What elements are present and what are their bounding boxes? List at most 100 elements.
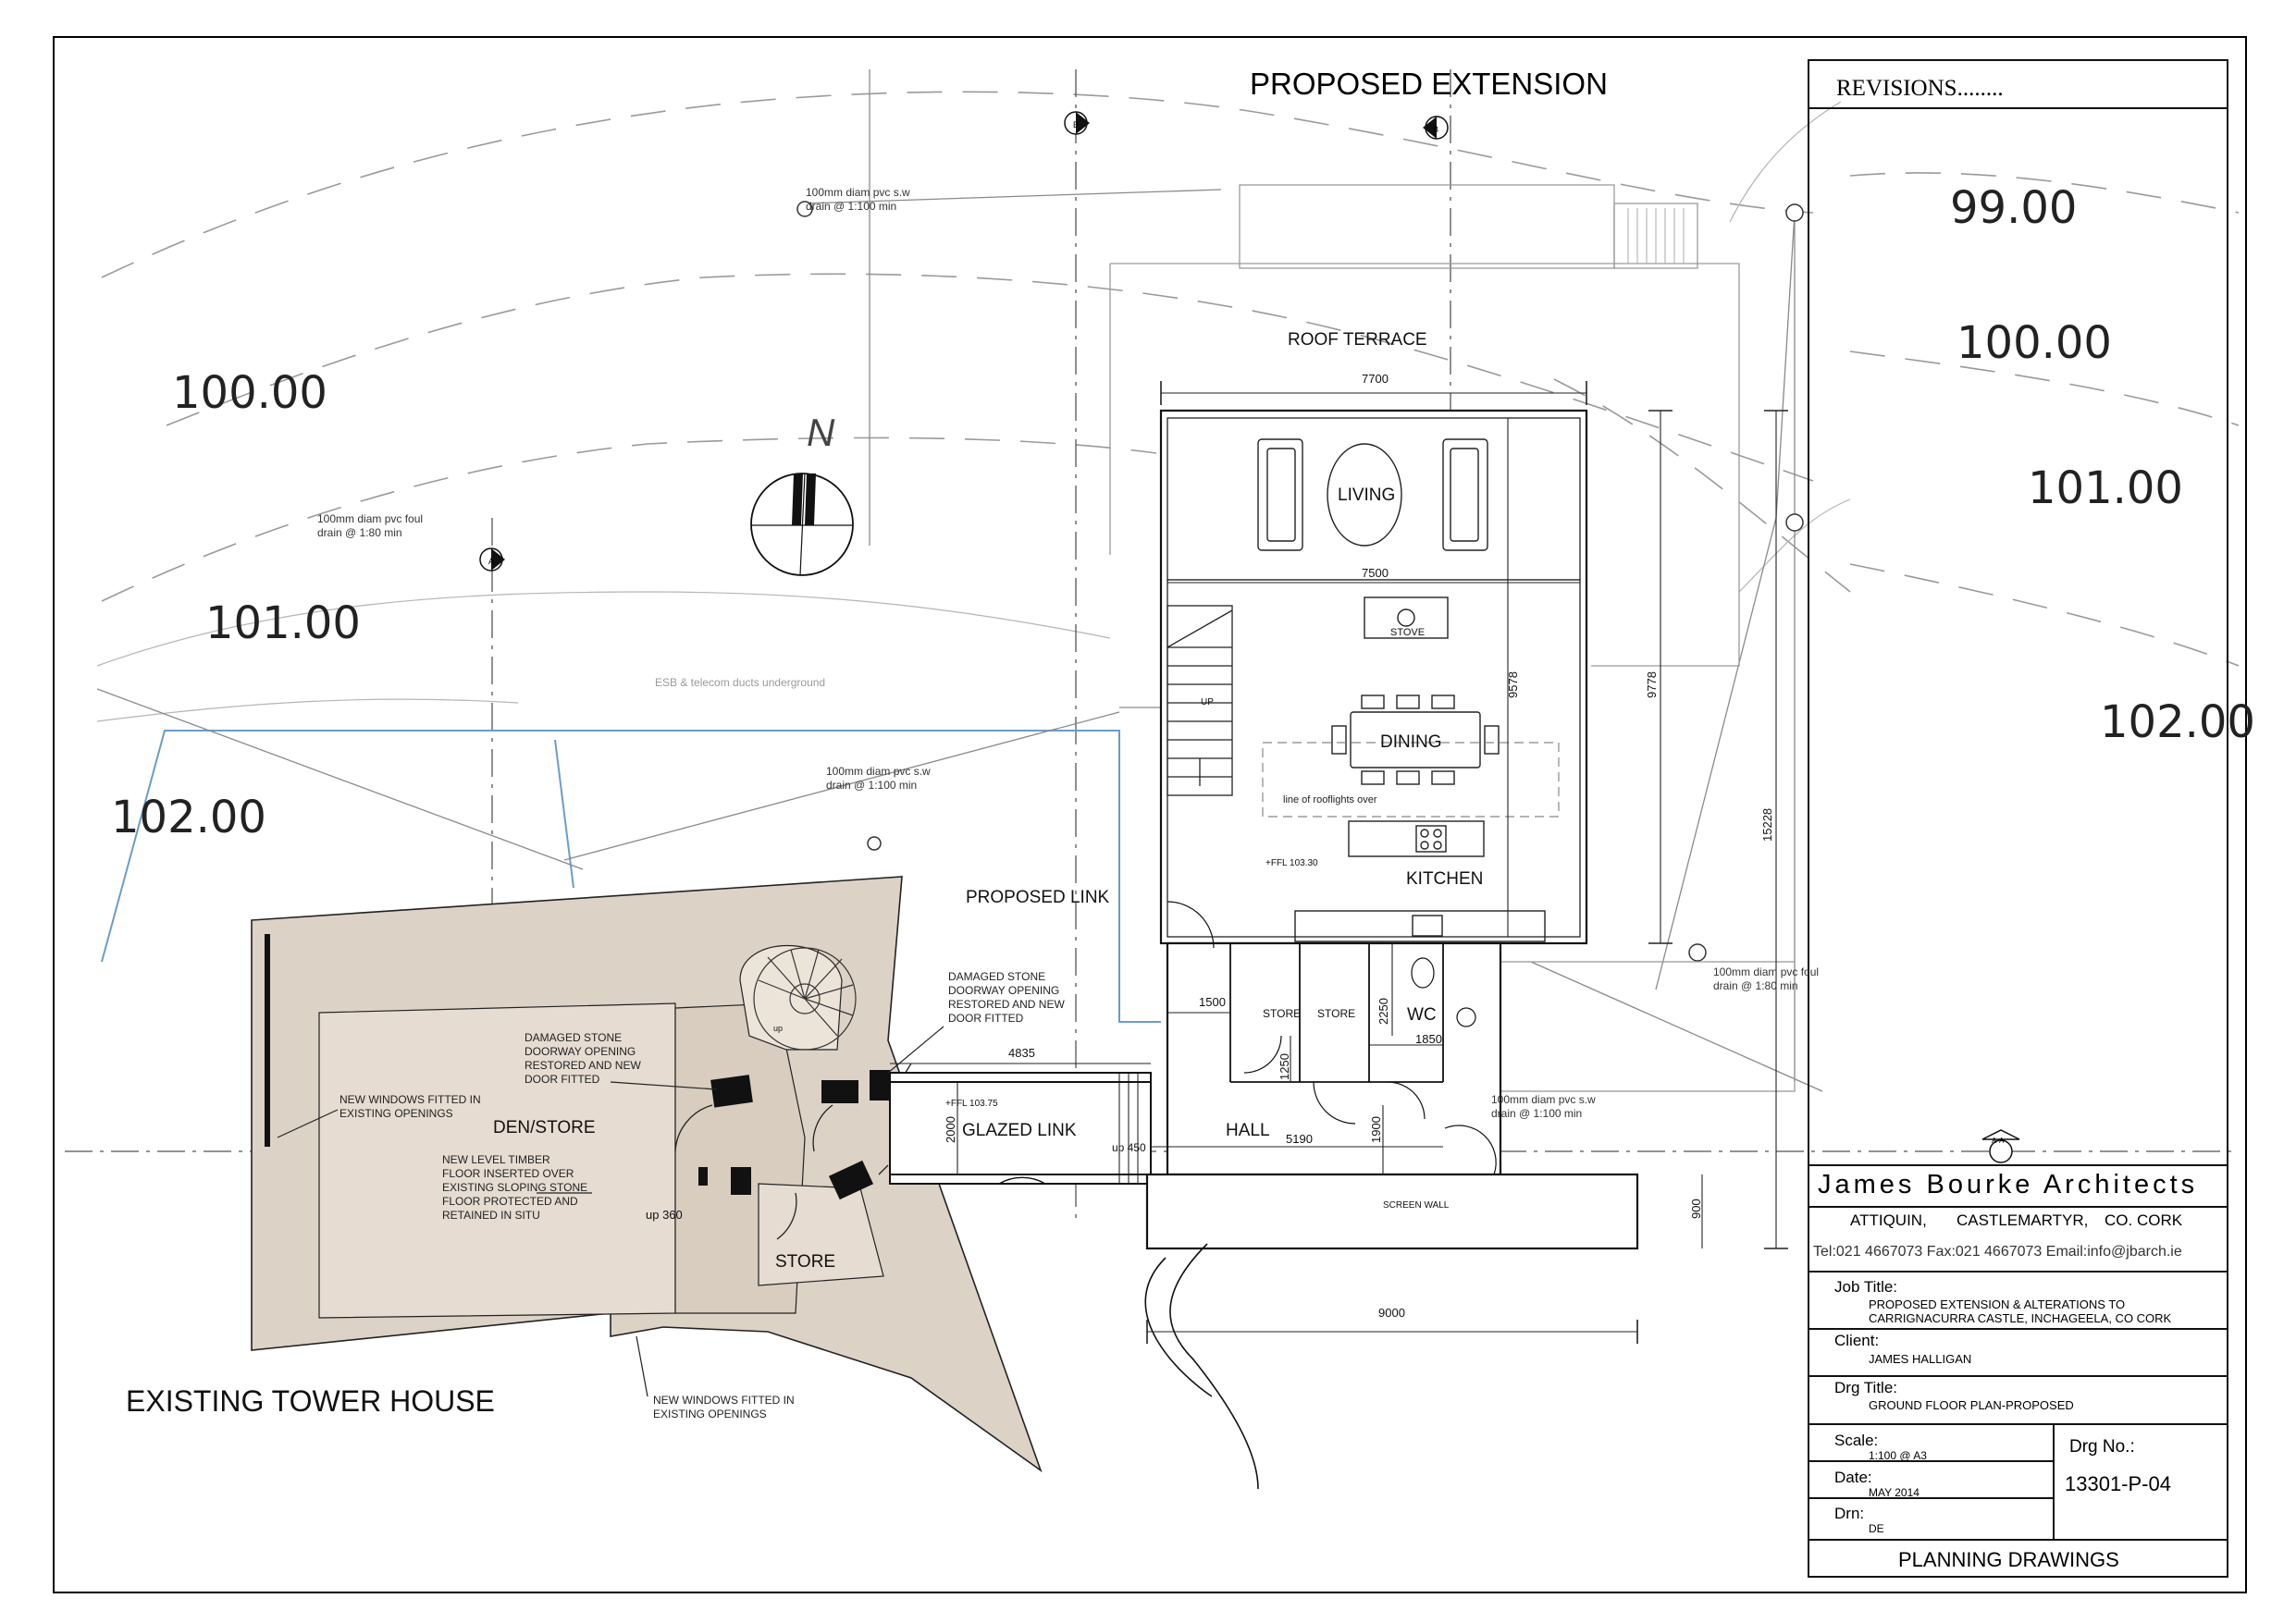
sw-drain-mid-2: drain @ 1:100 min <box>826 779 917 792</box>
glazed-link <box>889 1072 1152 1185</box>
dim-1500: 1500 <box>1199 995 1226 1009</box>
tower-house-walls <box>251 876 1043 1473</box>
new-windows-bottom-2: EXISTING OPENINGS <box>653 1408 767 1420</box>
contour-lines <box>101 91 2240 667</box>
job-title-label: Job Title: <box>1834 1278 1897 1296</box>
room-store-tower: STORE <box>775 1252 835 1272</box>
room-kitchen: KITCHEN <box>1406 869 1483 889</box>
room-store-2: STORE <box>1317 1007 1355 1020</box>
room-wc: WC <box>1407 1005 1437 1025</box>
spiral-up: up <box>773 1024 783 1033</box>
contour-label-100-right: 100.00 <box>1957 317 2112 369</box>
room-store-1: STORE <box>1263 1007 1301 1020</box>
damaged-left-3: RESTORED AND NEW <box>525 1059 641 1072</box>
section-a1: A <box>488 557 494 566</box>
dim-2250: 2250 <box>1376 998 1390 1025</box>
drg-no-value: 13301-P-04 <box>2065 1472 2171 1495</box>
room-den-store: DEN/STORE <box>493 1118 596 1137</box>
section-a-a: A-A <box>1992 1137 2005 1145</box>
page-title: PROPOSED EXTENSION <box>1250 67 1608 101</box>
room-living: LIVING <box>1338 486 1395 505</box>
sw-drain-top-2: drain @ 1:100 min <box>806 200 896 213</box>
timber-floor-2: FLOOR INSERTED OVER <box>442 1167 574 1180</box>
section-b2: B <box>1433 125 1438 134</box>
revisions-label: REVISIONS........ <box>1836 76 2004 101</box>
damaged-left-2: DOORWAY OPENING <box>525 1045 636 1058</box>
sw-drain-low-1: 100mm diam pvc s.w <box>1491 1093 1596 1106</box>
job-title-line-1: PROPOSED EXTENSION & ALTERATIONS TO <box>1869 1297 2125 1311</box>
contour-label-102-right: 102.00 <box>2100 696 2255 748</box>
foul-drain-left-2: drain @ 1:80 min <box>317 526 402 539</box>
north-label: N <box>807 411 835 454</box>
drawn-label: Drn: <box>1834 1505 1864 1522</box>
rooflights-note: line of rooflights over <box>1283 794 1377 805</box>
esb-ducts-note: ESB & telecom ducts underground <box>655 676 825 689</box>
damaged-right-4: DOOR FITTED <box>948 1012 1024 1025</box>
dim-4835: 4835 <box>1008 1046 1035 1060</box>
step-lines <box>1627 208 1685 264</box>
room-screen-wall: SCREEN WALL <box>1383 1200 1450 1211</box>
dimension-lines <box>890 392 1777 1333</box>
north-arrow-needle <box>792 473 816 525</box>
sw-drain-mid-1: 100mm diam pvc s.w <box>826 765 931 778</box>
note-leaders <box>277 1026 944 1397</box>
access-path <box>1144 1243 1259 1490</box>
esb-duct-line <box>101 730 1161 1023</box>
scale-value: 1:100 @ A3 <box>1869 1449 1927 1462</box>
dimension-ticks <box>1146 381 1788 1344</box>
job-title-line-2: CARRIGNACURRA CASTLE, INCHAGEELA, CO COR… <box>1869 1311 2172 1325</box>
new-door-infills <box>265 934 890 1200</box>
footer-label: PLANNING DRAWINGS <box>1898 1548 2119 1571</box>
damaged-left-4: DOOR FITTED <box>525 1073 600 1086</box>
kitchen-island <box>1294 820 1546 942</box>
timber-floor-1: NEW LEVEL TIMBER <box>442 1153 550 1166</box>
date-value: MAY 2014 <box>1869 1486 1920 1499</box>
service-rooms <box>1167 901 1497 1175</box>
dim-5190: 5190 <box>1286 1132 1313 1146</box>
dim-1900: 1900 <box>1369 1116 1383 1143</box>
section-b1: B <box>1073 120 1079 129</box>
damaged-right-3: RESTORED AND NEW <box>948 998 1065 1011</box>
foul-drain-right-1: 100mm diam pvc foul <box>1713 965 1819 978</box>
existing-tower-house: EXISTING TOWER HOUSE <box>126 1384 495 1418</box>
client-label: Client: <box>1834 1332 1879 1349</box>
room-roof-terrace: ROOF TERRACE <box>1288 330 1427 350</box>
new-windows-bottom-1: NEW WINDOWS FITTED IN <box>653 1394 795 1407</box>
ffl-link: +FFL 103.75 <box>945 1099 998 1109</box>
stair-up: UP <box>1201 697 1214 707</box>
contour-label-101-left: 101.00 <box>205 597 361 649</box>
dim-7500: 7500 <box>1362 566 1389 580</box>
extension-walls <box>1145 409 1639 1250</box>
internal-stair <box>1167 605 1233 796</box>
room-hall: HALL <box>1226 1121 1270 1140</box>
contour-label-99-right: 99.00 <box>1950 182 2077 234</box>
dim-9578: 9578 <box>1506 671 1520 698</box>
room-glazed-link: GLAZED LINK <box>962 1121 1077 1140</box>
date-label: Date: <box>1834 1469 1872 1486</box>
damaged-left-1: DAMAGED STONE <box>525 1031 622 1044</box>
damaged-right-1: DAMAGED STONE <box>948 970 1045 983</box>
sofas <box>1257 438 1488 551</box>
dim-7700: 7700 <box>1362 372 1389 386</box>
up-360: up 360 <box>646 1208 683 1222</box>
dim-1250: 1250 <box>1278 1053 1291 1080</box>
foul-drain-right-2: drain @ 1:80 min <box>1713 979 1798 992</box>
dim-15228: 15228 <box>1760 808 1774 842</box>
new-windows-left-2: EXISTING OPENINGS <box>339 1107 453 1120</box>
room-stove: STOVE <box>1390 627 1425 638</box>
drg-title: GROUND FLOOR PLAN-PROPOSED <box>1869 1398 2074 1412</box>
drawn-value: DE <box>1869 1522 1884 1535</box>
client-name: JAMES HALLIGAN <box>1869 1352 1971 1366</box>
dining-table <box>1331 695 1500 785</box>
timber-floor-5: RETAINED IN SITU <box>442 1209 540 1222</box>
room-dining: DINING <box>1380 732 1442 752</box>
up-450: up 450 <box>1112 1141 1146 1154</box>
contour-label-102-left: 102.00 <box>111 792 266 843</box>
contour-label-100-left: 100.00 <box>172 367 327 419</box>
timber-floor-4: FLOOR PROTECTED AND <box>442 1195 578 1208</box>
sw-drain-low-2: drain @ 1:100 min <box>1491 1107 1582 1120</box>
contour-solid-lines <box>96 101 1851 722</box>
inspection-chambers <box>796 201 1804 962</box>
drg-title-label: Drg Title: <box>1834 1379 1897 1396</box>
